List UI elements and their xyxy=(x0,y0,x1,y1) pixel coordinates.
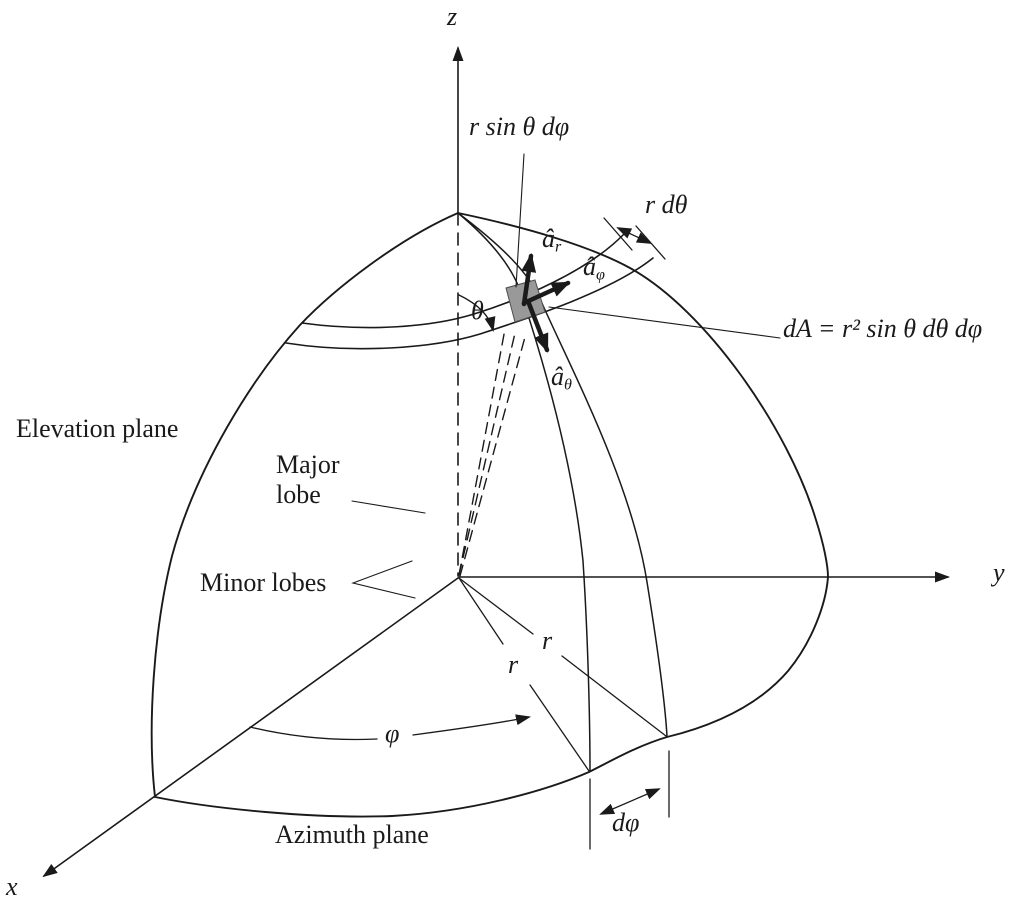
meridian-left xyxy=(457,212,591,772)
theta-angle-arrow xyxy=(458,294,496,332)
elevation-plane-label: Elevation plane xyxy=(16,414,179,443)
a-phi-vector-arrow xyxy=(521,280,571,306)
meridian-right xyxy=(457,212,668,737)
a-theta-vector-label: âθ xyxy=(551,362,572,394)
a-theta-vector-arrow xyxy=(525,298,550,353)
theta-band xyxy=(285,233,654,350)
rsin-label-pointer xyxy=(515,153,525,288)
theta-band-lower-arc xyxy=(285,257,654,350)
z-axis-label: z xyxy=(447,2,458,31)
major-lobe-pointer xyxy=(351,500,426,514)
r-dtheta-label: r dθ xyxy=(645,190,688,219)
beam-dashed-line-3 xyxy=(459,336,526,577)
r-far-label: r xyxy=(542,626,553,655)
r-sin-theta-dphi-label: r sin θ dφ xyxy=(469,112,570,141)
dA-label-pointer xyxy=(548,306,781,339)
r-line-near-b xyxy=(529,684,590,772)
dphi-meridians xyxy=(457,212,668,772)
dphi-label: dφ xyxy=(612,808,640,837)
minor-lobes-pointer xyxy=(351,560,416,599)
a-phi-vector-label: âφ xyxy=(583,252,605,284)
unit-vector-arrows xyxy=(521,253,571,353)
dA-formula-label: dA = r² sin θ dθ dφ xyxy=(783,314,983,343)
sphere-outline-left xyxy=(150,212,459,798)
azimuth-plane-label: Azimuth plane xyxy=(275,820,429,849)
dphi-double-arrow xyxy=(599,788,661,815)
phi-angle-arc-right xyxy=(412,714,531,736)
axes xyxy=(42,46,950,878)
x-axis-label: x xyxy=(6,872,18,901)
sphere-outline xyxy=(150,212,829,818)
major-lobe-label: Major lobe xyxy=(276,450,340,509)
theta-label: θ xyxy=(471,296,484,325)
sphere-outline-right xyxy=(457,212,829,578)
r-dtheta-measure xyxy=(603,217,666,260)
theta-band-upper-arc xyxy=(301,233,625,329)
radius-lines xyxy=(458,577,667,772)
phi-angle-arc-left xyxy=(249,726,378,741)
beam-dashed-line-2 xyxy=(458,332,516,576)
r-line-near-a xyxy=(458,577,504,645)
y-axis-label: y xyxy=(993,558,1005,587)
rdtheta-tick-right xyxy=(635,225,666,260)
major-lobe-beam xyxy=(458,328,526,577)
beam-dashed-line-1 xyxy=(458,328,506,576)
azimuth-plane-arc xyxy=(154,576,829,818)
phi-label: φ xyxy=(385,719,400,748)
r-line-far-b xyxy=(561,655,667,737)
r-line-far-a xyxy=(458,577,534,635)
dphi-measure xyxy=(589,750,670,850)
minor-lobes-label: Minor lobes xyxy=(200,568,327,597)
rdtheta-tick-left xyxy=(603,217,633,251)
angle-indicators xyxy=(249,294,531,741)
label-pointers xyxy=(351,153,781,599)
rdtheta-double-arrow xyxy=(616,227,652,244)
a-r-vector-arrow xyxy=(521,253,537,307)
a-r-vector-label: âr xyxy=(542,224,562,256)
r-near-label: r xyxy=(508,650,519,679)
